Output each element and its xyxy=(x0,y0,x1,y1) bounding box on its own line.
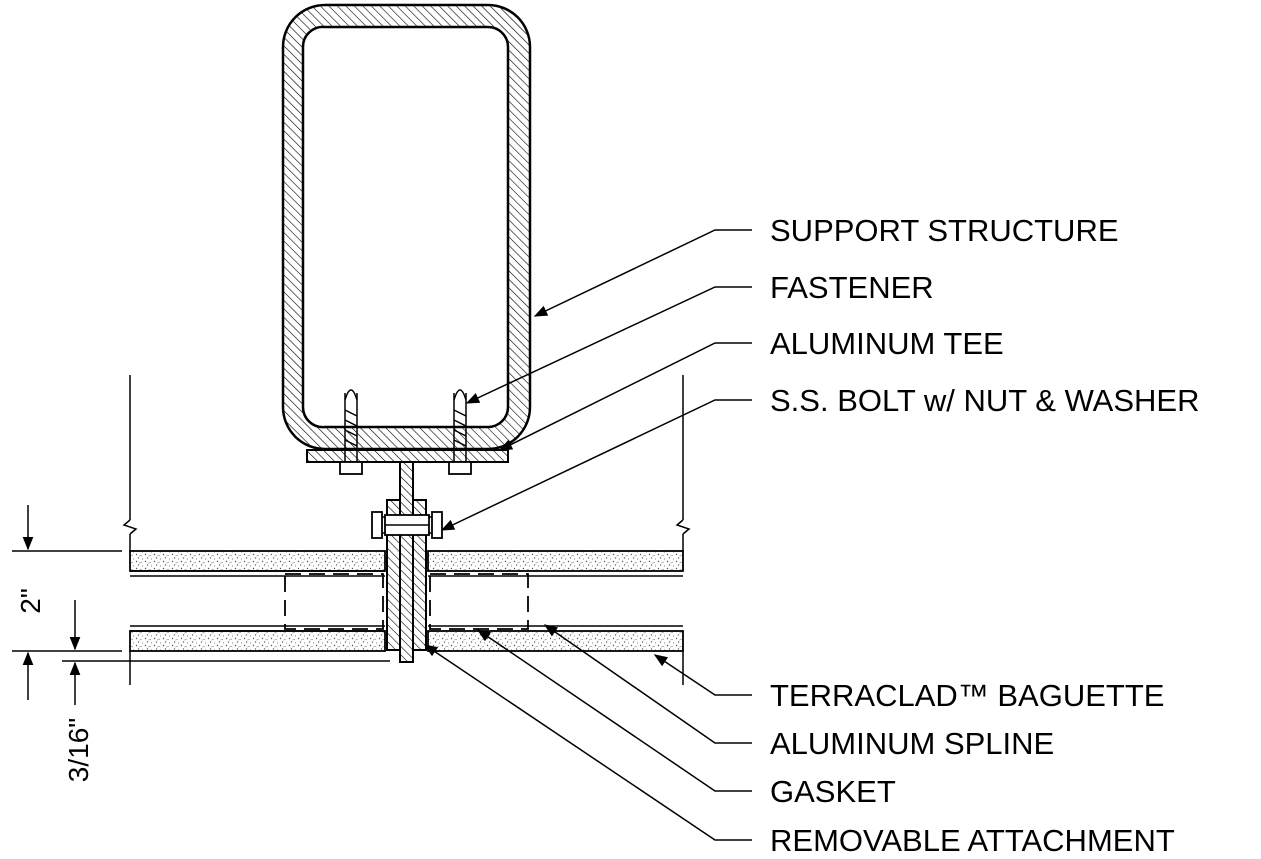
ss-bolt xyxy=(371,511,443,539)
label-removable-attachment: REMOVABLE ATTACHMENT xyxy=(770,823,1175,858)
label-aluminum-tee: ALUMINUM TEE xyxy=(770,326,1004,361)
break-lines xyxy=(122,375,691,685)
label-ss-bolt: S.S. BOLT w/ NUT & WASHER xyxy=(770,383,1200,418)
aluminum-spline-right xyxy=(429,573,529,630)
dimension-lines xyxy=(12,505,390,705)
aluminum-spline-left xyxy=(284,573,384,630)
label-fastener: FASTENER xyxy=(770,270,934,305)
leaders xyxy=(423,229,752,841)
label-gasket: GASKET xyxy=(770,774,896,809)
removable-attachment xyxy=(386,499,427,651)
fastener-right xyxy=(448,389,472,475)
terraclad-baguette-right xyxy=(427,550,684,652)
terraclad-baguette-left xyxy=(129,550,386,652)
label-aluminum-spline: ALUMINUM SPLINE xyxy=(770,726,1054,761)
label-support-structure: SUPPORT STRUCTURE xyxy=(770,213,1119,248)
label-terraclad-baguette: TERRACLAD™ BAGUETTE xyxy=(770,678,1164,713)
fastener-left xyxy=(339,389,363,475)
dimension-3-16in: 3/16" xyxy=(63,718,94,782)
support-structure-tube xyxy=(281,3,532,451)
dimension-2in: 2" xyxy=(15,588,46,614)
